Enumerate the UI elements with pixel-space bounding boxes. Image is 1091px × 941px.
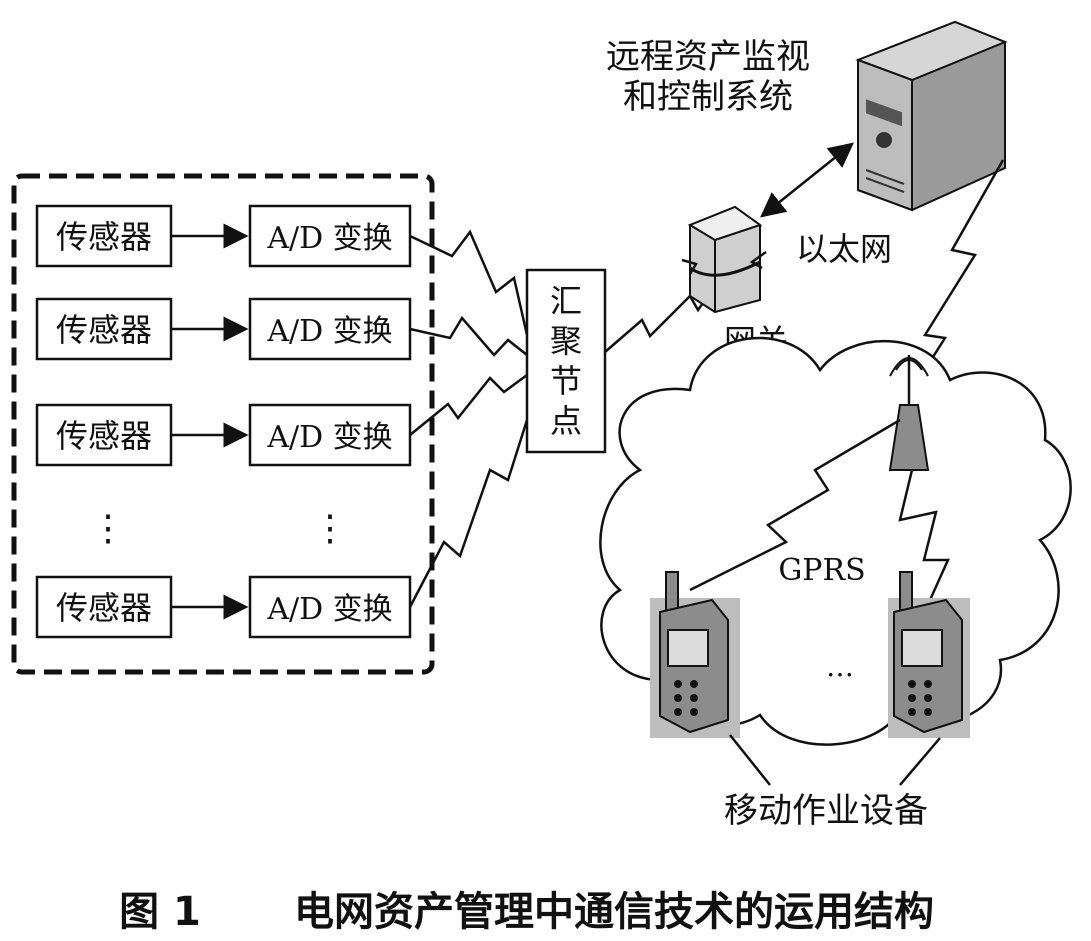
server-icon bbox=[855, 20, 1008, 212]
aggregation-node-label: 汇 聚 节 点 bbox=[550, 282, 582, 440]
figure-number: 图 1 bbox=[119, 889, 201, 935]
sensor-row-2: 传感器 A/D 变换 bbox=[35, 297, 412, 361]
figure-caption: 电网资产管理中通信技术的运用结构 bbox=[294, 889, 934, 935]
mobile-devices-label: 移动作业设备 bbox=[724, 791, 928, 831]
ad-converter-label: A/D 变换 bbox=[266, 221, 392, 256]
server-label-line2: 和控制系统 bbox=[623, 77, 793, 117]
wireless-link-4 bbox=[408, 419, 529, 608]
ad-converter-label: A/D 变换 bbox=[266, 314, 392, 349]
sensor-group-border bbox=[11, 173, 435, 675]
aggregation-node-box bbox=[525, 268, 607, 454]
gateway-icon bbox=[681, 205, 767, 314]
mobile-phone-icon bbox=[650, 571, 740, 738]
ad-converter-label: A/D 变换 bbox=[266, 420, 392, 455]
ethernet-label: 以太网 bbox=[796, 230, 892, 268]
gprs-label: GPRS bbox=[778, 553, 865, 588]
aggregation-node-char: 点 bbox=[550, 402, 582, 440]
mobile-phone-icon bbox=[888, 571, 970, 738]
wireless-links-sensors bbox=[408, 229, 529, 608]
aggregation-node-char: 汇 bbox=[550, 282, 582, 320]
server-label-line1: 远程资产监视 bbox=[606, 37, 810, 77]
sensor-row-3: 传感器 A/D 变换 bbox=[35, 403, 412, 467]
aggregation-node-char: 节 bbox=[550, 362, 582, 400]
wireless-links-mobile bbox=[689, 418, 950, 601]
wireless-link-phone-1 bbox=[689, 418, 901, 592]
ethernet-link bbox=[760, 142, 854, 218]
wireless-link-3 bbox=[409, 373, 528, 436]
sensor-row-1: 传感器 A/D 变换 bbox=[35, 204, 412, 268]
sensor-label: 传感器 bbox=[56, 417, 152, 455]
ad-converter-label: A/D 变换 bbox=[266, 592, 392, 627]
sensor-ellipsis: ⋮ bbox=[90, 508, 126, 549]
ad-ellipsis: ⋮ bbox=[312, 508, 348, 549]
wireless-link-gateway bbox=[604, 289, 714, 353]
sensor-label: 传感器 bbox=[56, 589, 152, 627]
leader-line bbox=[729, 734, 771, 786]
wireless-link-2 bbox=[409, 315, 528, 357]
aggregation-node-char: 聚 bbox=[550, 322, 582, 360]
wireless-link-phone-2 bbox=[898, 469, 950, 601]
sensor-row-4: 传感器 A/D 变换 bbox=[35, 575, 412, 639]
sensor-label: 传感器 bbox=[56, 311, 152, 349]
mobile-ellipsis: … bbox=[826, 650, 854, 683]
wireless-link-server-tower bbox=[910, 159, 1005, 391]
wireless-link-1 bbox=[409, 229, 529, 336]
leader-line bbox=[899, 737, 941, 786]
sensor-label: 传感器 bbox=[56, 218, 152, 256]
